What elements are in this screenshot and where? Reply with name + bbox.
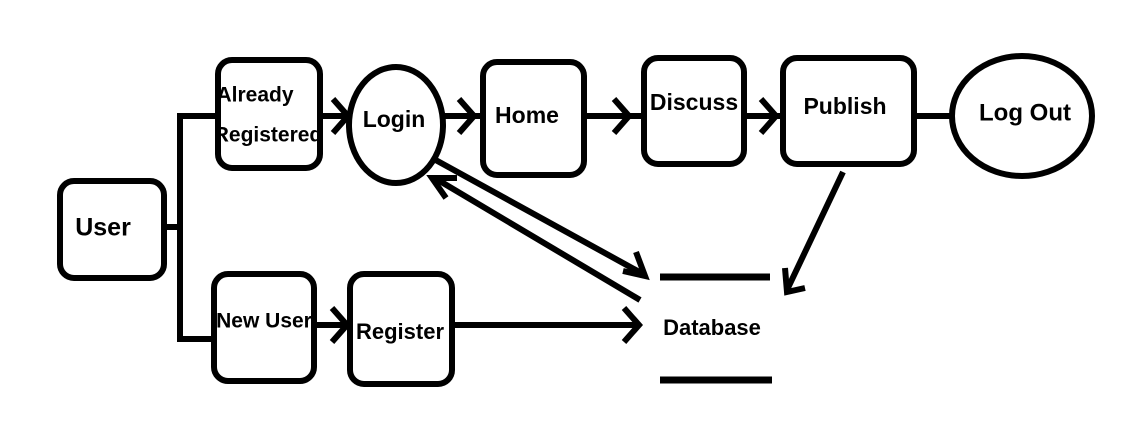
node-log-out bbox=[949, 53, 1095, 179]
node-discuss-label: Discuss bbox=[650, 89, 738, 115]
node-home bbox=[480, 59, 587, 178]
node-database-label: Database bbox=[663, 315, 761, 340]
arrowhead-login-in-return bbox=[426, 175, 457, 200]
node-already-registered-label-line2: Registered bbox=[214, 124, 323, 147]
node-discuss bbox=[641, 55, 747, 167]
arrowhead-publish-in bbox=[758, 97, 781, 135]
node-user-label: User bbox=[75, 214, 131, 242]
node-login-label: Login bbox=[363, 106, 426, 132]
arrowhead-database-in-top bbox=[622, 250, 650, 281]
node-already-registered bbox=[215, 57, 323, 171]
node-new-user-label: New User bbox=[216, 310, 312, 333]
edge-database-to-login bbox=[436, 177, 642, 303]
node-log-out-label: Log Out bbox=[979, 99, 1071, 126]
node-register bbox=[347, 271, 455, 387]
node-login bbox=[346, 64, 446, 186]
node-publish-label: Publish bbox=[803, 93, 886, 119]
node-user bbox=[57, 178, 167, 281]
arrowhead-discuss-in bbox=[611, 97, 634, 135]
edge-publish-to-database bbox=[784, 170, 846, 292]
node-publish bbox=[780, 55, 917, 167]
node-home-label: Home bbox=[495, 102, 559, 128]
edge-login-to-database bbox=[430, 155, 645, 277]
arrowhead-database-in-right bbox=[782, 267, 806, 296]
node-new-user bbox=[211, 271, 317, 384]
arrowhead-home-in bbox=[456, 97, 479, 135]
node-register-label: Register bbox=[356, 319, 444, 344]
node-already-registered-label-line1: Already bbox=[216, 84, 293, 107]
arrowhead-database-in-left bbox=[621, 306, 644, 344]
